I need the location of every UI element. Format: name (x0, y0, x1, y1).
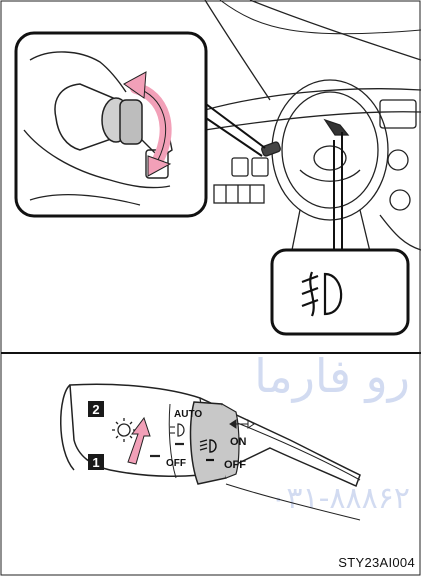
label-off-inner: OFF (166, 458, 186, 469)
step-badge-1: 1 (88, 454, 104, 470)
step-badge-2: 2 (88, 401, 104, 417)
figure-caption: STY23AI004 (338, 555, 415, 570)
label-on: ON (230, 436, 247, 448)
lever-zoom-inset (16, 33, 265, 216)
watermark-phone: ۰۳۱-۸۸۸۶۲ (270, 481, 410, 516)
watermark-arabic: رو فارما (254, 349, 410, 404)
svg-text:1: 1 (92, 455, 99, 470)
label-off-outer: OFF (224, 459, 246, 471)
label-auto: AUTO (174, 409, 202, 420)
watermark: رو فارما ۰۳۱-۸۸۸۶۲ (254, 349, 410, 516)
svg-text:2: 2 (92, 402, 99, 417)
dashboard-illustration (205, 0, 421, 260)
